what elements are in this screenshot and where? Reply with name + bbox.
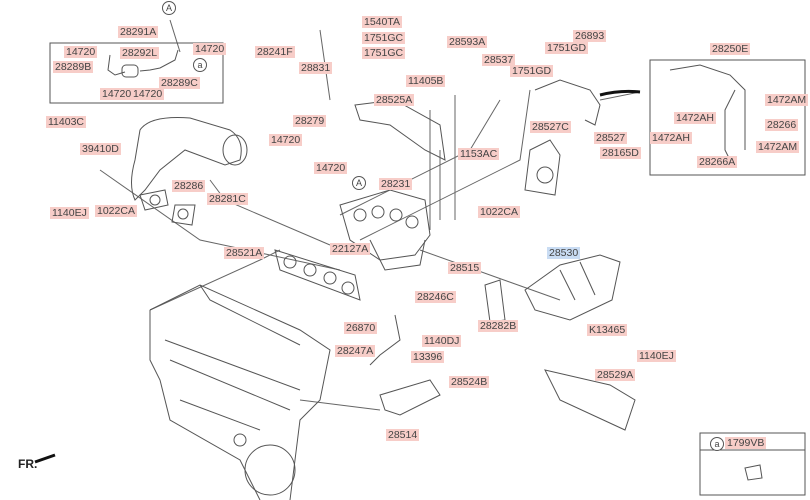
- part-label-14720[interactable]: 14720: [314, 162, 348, 174]
- part-label-28515[interactable]: 28515: [448, 262, 482, 274]
- part-label-28281C[interactable]: 28281C: [207, 193, 248, 205]
- part-label-28527[interactable]: 28527: [594, 132, 628, 144]
- part-label-1472AH[interactable]: 1472AH: [674, 112, 716, 124]
- part-label-14720[interactable]: 14720: [131, 88, 165, 100]
- part-label-14720[interactable]: 14720: [100, 88, 134, 100]
- part-label-1140DJ[interactable]: 1140DJ: [422, 335, 462, 347]
- part-label-28247A[interactable]: 28247A: [335, 345, 376, 357]
- part-label-28231[interactable]: 28231: [379, 178, 413, 190]
- part-label-14720[interactable]: 14720: [193, 43, 227, 55]
- part-label-28250E[interactable]: 28250E: [710, 43, 751, 55]
- part-label-1140EJ[interactable]: 1140EJ: [637, 350, 676, 362]
- part-label-1472AH[interactable]: 1472AH: [650, 132, 692, 144]
- part-label-28289B[interactable]: 28289B: [53, 61, 94, 73]
- part-label-1751GC[interactable]: 1751GC: [362, 32, 406, 44]
- water-pipe: [131, 117, 242, 201]
- part-label-28246C[interactable]: 28246C: [415, 291, 456, 303]
- part-label-28291A[interactable]: 28291A: [118, 26, 159, 38]
- part-label-1751GC[interactable]: 1751GC: [362, 47, 406, 59]
- callout-A-top: A: [162, 1, 176, 15]
- part-label-28286[interactable]: 28286: [172, 180, 206, 192]
- engine-block: [149, 284, 331, 500]
- catalytic-converter: [524, 254, 621, 321]
- part-label-1153AC[interactable]: 1153AC: [458, 148, 500, 160]
- part-label-28537[interactable]: 28537: [482, 54, 516, 66]
- part-label-28266[interactable]: 28266: [765, 119, 799, 131]
- bracket-28514: [379, 379, 441, 416]
- part-label-K13465[interactable]: K13465: [587, 324, 628, 336]
- part-label-28292L[interactable]: 28292L: [120, 47, 160, 59]
- part-label-1022CA[interactable]: 1022CA: [478, 206, 520, 218]
- part-label-14720[interactable]: 14720: [64, 46, 98, 58]
- manifold-gasket: [274, 249, 361, 301]
- part-label-28241F[interactable]: 28241F: [255, 46, 295, 58]
- part-label-28266A[interactable]: 28266A: [697, 156, 738, 168]
- hose-assembly-box: [49, 42, 224, 104]
- part-label-26870[interactable]: 26870: [344, 322, 378, 334]
- part-label-13396[interactable]: 13396: [411, 351, 445, 363]
- callout-a-1799VB: a: [710, 437, 724, 451]
- part-label-28289C[interactable]: 28289C: [159, 77, 200, 89]
- part-label-1751GD[interactable]: 1751GD: [510, 65, 554, 77]
- part-label-28527C[interactable]: 28527C: [530, 121, 571, 133]
- part-label-1472AM[interactable]: 1472AM: [756, 141, 800, 153]
- gasket-28282B: [484, 279, 506, 323]
- part-label-28525A[interactable]: 28525A: [374, 94, 415, 106]
- part-1799VB-box: [699, 432, 806, 496]
- part-label-22127A[interactable]: 22127A: [330, 243, 371, 255]
- pipe-assembly-box: [649, 59, 806, 176]
- part-label-1799VB[interactable]: 1799VB: [725, 437, 767, 449]
- part-label-28831[interactable]: 28831: [299, 62, 333, 74]
- part-label-39410D[interactable]: 39410D: [80, 143, 121, 155]
- part-label-1751GD[interactable]: 1751GD: [545, 42, 589, 54]
- pipe-26870: [369, 314, 401, 366]
- part-label-11403C[interactable]: 11403C: [46, 116, 87, 128]
- part-label-28593A[interactable]: 28593A: [447, 36, 488, 48]
- part-label-1022CA[interactable]: 1022CA: [95, 205, 137, 217]
- part-label-28521A[interactable]: 28521A: [224, 247, 265, 259]
- part-label-26893[interactable]: 26893: [573, 30, 607, 42]
- part-label-11405B[interactable]: 11405B: [406, 75, 446, 87]
- part-label-28165D[interactable]: 28165D: [600, 147, 641, 159]
- part-label-28524B[interactable]: 28524B: [449, 376, 490, 388]
- callout-A-manifold: A: [352, 176, 366, 190]
- callout-a-hose: a: [193, 58, 207, 72]
- part-label-28279[interactable]: 28279: [293, 115, 327, 127]
- part-label-28529A[interactable]: 28529A: [595, 369, 636, 381]
- part-label-28530-selected[interactable]: 28530: [547, 247, 581, 259]
- part-label-14720[interactable]: 14720: [269, 134, 303, 146]
- part-label-28282B[interactable]: 28282B: [478, 320, 519, 332]
- heat-shield-lower: [544, 369, 636, 431]
- part-label-28514[interactable]: 28514: [386, 429, 420, 441]
- heat-shield-upper: [354, 99, 446, 161]
- part-label-1540TA[interactable]: 1540TA: [362, 16, 402, 28]
- part-label-1472AM[interactable]: 1472AM: [765, 94, 809, 106]
- front-direction-label: FR.: [18, 457, 38, 471]
- part-label-1140EJ[interactable]: 1140EJ: [50, 207, 89, 219]
